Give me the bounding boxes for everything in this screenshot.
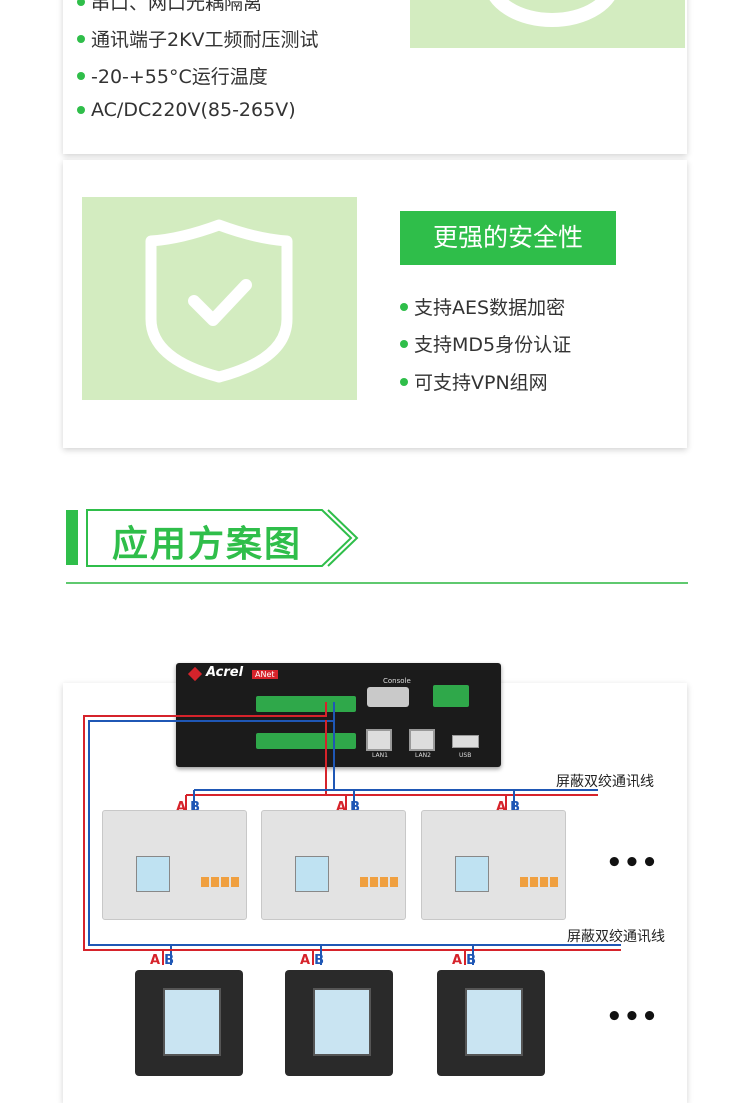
shield-check-icon <box>145 219 293 383</box>
feature-item: 支持MD5身份认证 <box>400 330 571 357</box>
power-terminal <box>433 685 469 707</box>
feature-item: 可支持VPN组网 <box>400 368 548 395</box>
security-card: 更强的安全性 支持AES数据加密 支持MD5身份认证 可支持VPN组网 <box>63 160 687 448</box>
circle-icon <box>489 0 615 27</box>
illustration-panel-top <box>410 0 685 48</box>
terminal-block-upper <box>256 696 356 712</box>
panel-meter <box>437 970 545 1076</box>
section-title: 应用方案图 <box>112 524 303 565</box>
meter-buttons <box>360 877 400 887</box>
cable-label: 屏蔽双绞通讯线 <box>556 774 654 790</box>
cable-label: 屏蔽双绞通讯线 <box>567 929 665 945</box>
gateway-device: Acrel ANet Console LAN1 LAN2 USB <box>176 663 501 767</box>
feature-item: 支持AES数据加密 <box>400 293 565 320</box>
lan1-label: LAN1 <box>372 752 388 759</box>
panel-meter <box>285 970 393 1076</box>
heading-arrow-decoration <box>66 509 359 567</box>
more-devices-indicator: ••• <box>606 848 659 878</box>
usb-port-icon <box>452 735 479 748</box>
meter-lcd <box>455 856 489 892</box>
feature-item: 串口、网口光耦隔离 <box>77 0 262 15</box>
din-rail-meter <box>102 810 247 920</box>
security-title: 更强的安全性 <box>400 211 616 265</box>
divider <box>66 582 688 584</box>
more-devices-indicator: ••• <box>606 1002 659 1032</box>
console-port-icon <box>367 687 409 707</box>
meter-buttons <box>201 877 241 887</box>
feature-item: 通讯端子2KV工频耐压测试 <box>77 25 319 52</box>
console-label: Console <box>383 677 411 685</box>
features-card-top: 串口、网口光耦隔离 通讯端子2KV工频耐压测试 -20-+55°C运行温度 AC… <box>63 0 687 154</box>
feature-item: -20-+55°C运行温度 <box>77 62 268 89</box>
section-header: 应用方案图 <box>66 505 688 585</box>
din-rail-meter <box>421 810 566 920</box>
meter-buttons <box>520 877 560 887</box>
gateway-model: ANet <box>252 670 278 679</box>
gateway-brand: Acrel <box>206 665 244 680</box>
din-rail-meter <box>261 810 406 920</box>
lan2-port-icon <box>409 729 435 751</box>
acrel-logo-icon <box>187 666 203 682</box>
meter-lcd <box>465 988 523 1056</box>
terminal-block-lower <box>256 733 356 749</box>
meter-lcd <box>295 856 329 892</box>
usb-label: USB <box>459 752 472 759</box>
lan1-port-icon <box>366 729 392 751</box>
meter-lcd <box>136 856 170 892</box>
panel-meter <box>135 970 243 1076</box>
lan2-label: LAN2 <box>415 752 431 759</box>
meter-lcd <box>313 988 371 1056</box>
meter-lcd <box>163 988 221 1056</box>
security-illustration-panel <box>82 197 357 400</box>
feature-item: AC/DC220V(85-265V) <box>77 99 296 121</box>
